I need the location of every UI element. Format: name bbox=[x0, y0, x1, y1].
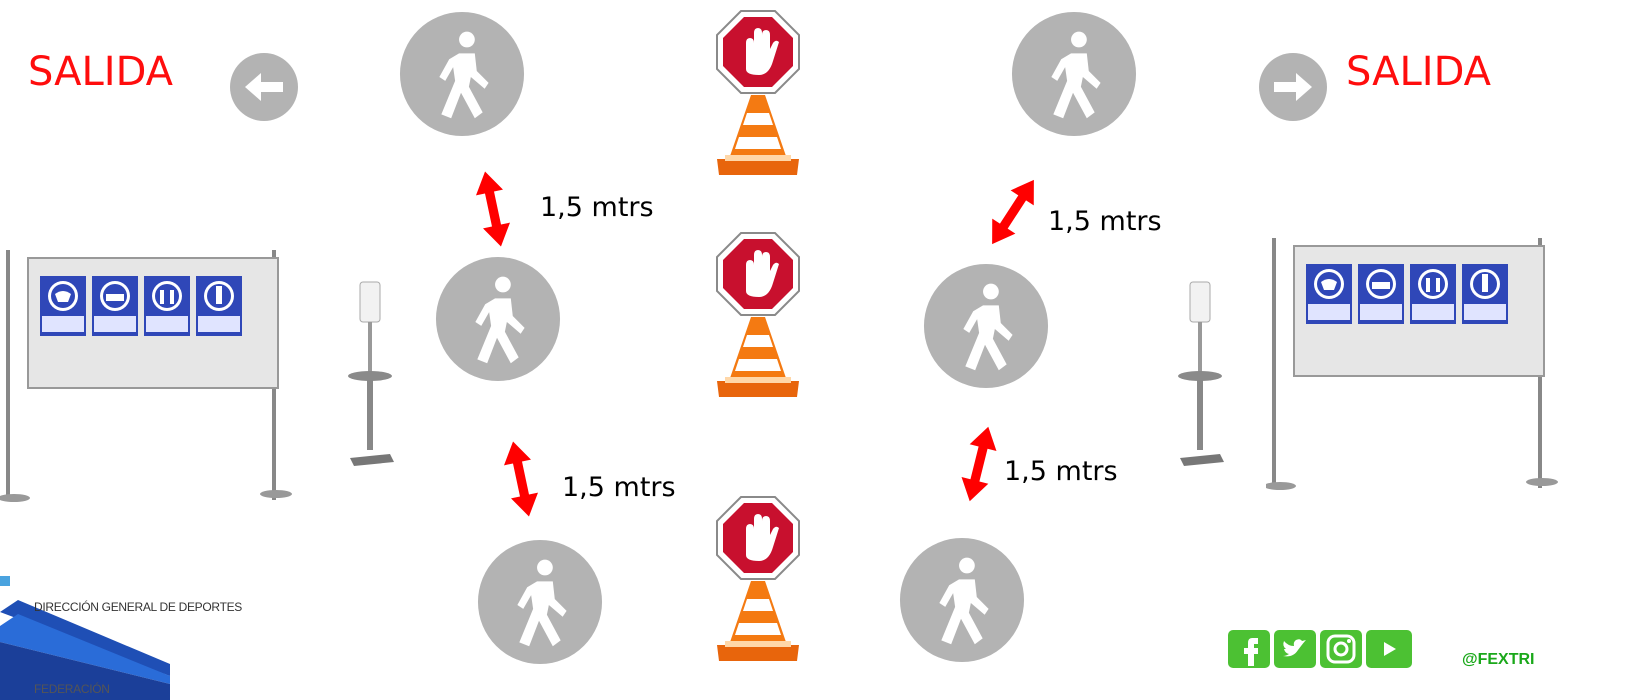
sanitizer-dispenser-left bbox=[340, 280, 400, 470]
pedestrian-icon bbox=[898, 536, 1026, 664]
exit-label-left: SALIDA bbox=[28, 49, 174, 95]
safety-board-left bbox=[0, 250, 320, 510]
stop-cone-icon bbox=[713, 226, 803, 406]
federation-name: FEDERACIÓN bbox=[34, 682, 110, 696]
instagram-icon[interactable] bbox=[1320, 630, 1362, 668]
stop-cone-icon bbox=[713, 4, 803, 184]
distance-arrow-icon bbox=[462, 164, 524, 254]
pedestrian-icon bbox=[398, 10, 526, 138]
distance-arrow-icon bbox=[487, 421, 554, 536]
organization-name: DIRECCIÓN GENERAL DE DEPORTES bbox=[34, 600, 243, 614]
arrow-left-circle-icon bbox=[229, 52, 299, 122]
social-handle[interactable]: @FEXTRI bbox=[1462, 651, 1535, 668]
exit-label-right: SALIDA bbox=[1346, 49, 1492, 95]
stop-cone-icon bbox=[713, 490, 803, 670]
twitter-icon[interactable] bbox=[1274, 630, 1316, 668]
distance-label: 1,5 mtrs bbox=[540, 192, 654, 223]
pedestrian-icon bbox=[922, 262, 1050, 390]
distance-label: 1,5 mtrs bbox=[1048, 206, 1162, 237]
facebook-icon[interactable] bbox=[1228, 630, 1270, 668]
youtube-icon[interactable] bbox=[1366, 630, 1412, 668]
organization-logo bbox=[0, 572, 170, 700]
sanitizer-dispenser-right bbox=[1170, 280, 1230, 470]
safety-board-right bbox=[1266, 238, 1586, 498]
pedestrian-icon bbox=[1010, 10, 1138, 138]
pedestrian-icon bbox=[476, 538, 604, 666]
distance-label: 1,5 mtrs bbox=[562, 472, 676, 503]
arrow-right-circle-icon bbox=[1258, 52, 1328, 122]
pedestrian-icon bbox=[434, 255, 562, 383]
distance-label: 1,5 mtrs bbox=[1004, 456, 1118, 487]
